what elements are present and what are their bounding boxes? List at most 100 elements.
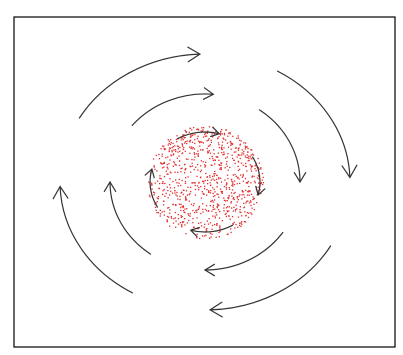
particle — [212, 225, 213, 226]
particle — [179, 147, 180, 148]
particle — [184, 164, 185, 165]
particle — [245, 221, 246, 222]
particle — [256, 202, 257, 203]
particle — [161, 178, 162, 179]
particle — [237, 166, 238, 167]
particle — [188, 220, 189, 221]
particle — [222, 142, 223, 143]
particle — [241, 221, 242, 222]
particle — [209, 126, 210, 127]
middle-ring-arrow — [205, 233, 283, 271]
particle — [201, 198, 202, 199]
particle — [251, 208, 252, 209]
particle — [238, 150, 239, 151]
particle — [168, 217, 169, 218]
particle — [158, 154, 159, 155]
particle — [169, 184, 170, 185]
particle — [191, 129, 192, 130]
particle — [205, 235, 206, 236]
particle — [185, 183, 186, 184]
particle — [180, 210, 181, 211]
particle — [172, 181, 173, 182]
particle — [183, 139, 184, 140]
particle — [163, 204, 164, 205]
particle — [242, 149, 243, 150]
particle — [260, 167, 261, 168]
particle — [194, 182, 195, 183]
particle — [164, 211, 165, 212]
particle — [190, 191, 191, 192]
particle — [213, 209, 214, 210]
particle — [238, 161, 239, 162]
particle — [189, 146, 190, 147]
particle — [194, 212, 195, 213]
particle — [223, 210, 224, 211]
particle — [250, 164, 251, 165]
particle — [156, 210, 157, 211]
particle — [218, 142, 219, 143]
particle — [195, 189, 196, 190]
particle — [171, 218, 172, 219]
particle — [189, 193, 190, 194]
particle — [229, 167, 230, 168]
particle — [175, 179, 176, 180]
particle — [181, 139, 182, 140]
particle — [196, 237, 197, 238]
particle — [197, 151, 198, 152]
particle — [178, 224, 179, 225]
particle — [185, 233, 186, 234]
particle — [154, 166, 155, 167]
particle — [186, 159, 187, 160]
particle — [230, 133, 231, 134]
particle — [226, 189, 227, 190]
particle — [218, 209, 219, 210]
particle — [189, 153, 190, 154]
particle — [248, 156, 249, 157]
particle — [238, 178, 239, 179]
particle — [255, 182, 256, 183]
flow-arrows — [53, 47, 357, 317]
particle — [191, 204, 192, 205]
particle — [246, 182, 247, 183]
particle — [219, 218, 220, 219]
particle — [202, 191, 203, 192]
particle — [218, 197, 219, 198]
particle — [209, 238, 210, 239]
particle — [187, 213, 188, 214]
particle — [219, 231, 220, 232]
particle — [224, 154, 225, 155]
particle — [235, 224, 236, 225]
particle — [178, 156, 179, 157]
particle — [182, 145, 183, 146]
particle — [220, 178, 221, 179]
particle — [210, 192, 211, 193]
particle — [232, 155, 233, 156]
particle — [169, 159, 170, 160]
particle — [228, 147, 229, 148]
particle — [177, 152, 178, 153]
particle — [215, 212, 216, 213]
particle — [185, 196, 186, 197]
particle — [204, 235, 205, 236]
particle — [246, 170, 247, 171]
particle — [252, 199, 253, 200]
particle — [204, 227, 205, 228]
particle — [207, 151, 208, 152]
particle — [159, 183, 160, 184]
particle — [239, 209, 240, 210]
particle — [260, 168, 261, 169]
particle — [256, 170, 257, 171]
particle — [211, 133, 212, 134]
particle — [193, 205, 194, 206]
particle — [253, 196, 254, 197]
particle — [202, 149, 203, 150]
particle — [221, 169, 222, 170]
particle — [194, 156, 195, 157]
particle — [229, 206, 230, 207]
particle — [202, 235, 203, 236]
particle — [222, 193, 223, 194]
particle — [175, 227, 176, 228]
particle — [187, 222, 188, 223]
particle — [243, 203, 244, 204]
particle — [160, 215, 161, 216]
